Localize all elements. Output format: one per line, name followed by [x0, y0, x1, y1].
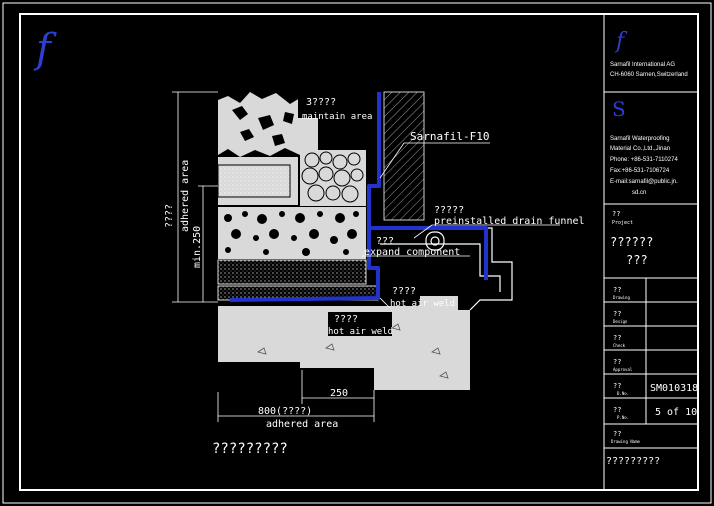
slab-marks [257, 323, 449, 379]
insulation-texture [217, 164, 291, 198]
company2-phone: Phone: +86-531-7110274 [610, 157, 678, 163]
screed-layer [217, 259, 367, 285]
weld2-label-bg [328, 312, 392, 336]
company2-email-1: E-mail:sarnafil@public.jn. [610, 179, 678, 185]
concrete-slab [218, 296, 470, 390]
design-label-en: Design [613, 319, 628, 324]
pageno-value: 5 of 10 [655, 407, 697, 418]
project-value-2: ??? [626, 253, 648, 267]
drawing-name-label-en: Drawing Name [611, 439, 640, 444]
drawing-title: ????????? [212, 441, 288, 457]
dim-adhered-label: adhered area [266, 419, 338, 430]
dwgno-value: SM010318 [650, 383, 698, 394]
parapet-wall [384, 92, 424, 220]
pageno-label-en: P.No. [617, 415, 629, 420]
check-label-en: Check [613, 343, 626, 348]
maintain-label-bg [298, 96, 372, 118]
weld1-label-en: hot air weld [390, 299, 455, 309]
vert-adhered-label: adhered area [180, 160, 191, 232]
sarnafil-label: Sarnafil-F10 [410, 130, 489, 143]
inner-border [19, 13, 699, 491]
dwgno-label-cn: ?? [613, 382, 621, 390]
company2-line1: Sarnafil Waterproofing [610, 136, 669, 142]
rubble-voids [232, 106, 294, 146]
maintain-label-q: 3???? [306, 97, 336, 108]
company2-line2: Material Co.,Ltd.,Jinan [610, 146, 670, 152]
sarnafil-logo-icon: f [33, 26, 57, 72]
dim-250-label: 250 [330, 388, 348, 399]
section-detail [172, 91, 560, 422]
drawing-name-value: ????????? [606, 456, 660, 467]
project-value-1: ?????? [610, 235, 653, 249]
company1-line1: Sarnafil International AG [610, 62, 675, 68]
approval-label-en: Approval [613, 367, 633, 372]
porous-voids [224, 211, 359, 256]
company1-line2: CH-6060 Sarnen,Switzerland [610, 72, 688, 78]
project-label-en: Project [612, 220, 633, 226]
sika-logo-icon: S [612, 97, 626, 121]
expand-label-en: expand component [364, 247, 460, 258]
drawing-label-en: Drawing [613, 295, 630, 300]
sarnafil-membrane [229, 92, 488, 302]
project-label-cn: ?? [612, 210, 620, 218]
vert-min-label: min.250 [192, 226, 203, 268]
leader-lines [362, 142, 560, 309]
drawing-name-label-cn: ?? [613, 430, 621, 438]
dimension-lines [172, 91, 375, 422]
drain-label-en: preinstalled drain funnel [434, 216, 585, 227]
check-label-cn: ?? [613, 334, 621, 342]
drain-funnel [370, 227, 513, 311]
sarnafil-title-logo-icon: f [614, 29, 628, 54]
company2-fax: Fax:+86-531-7106724 [610, 168, 670, 174]
gravel-stones [301, 151, 364, 203]
vert-label-q: ???? [164, 204, 175, 228]
pageno-label-cn: ?? [613, 406, 621, 414]
dwgno-label-en: D.No. [617, 391, 629, 396]
weld1-label-q: ???? [392, 286, 416, 297]
company2-email-2: sd.cn [632, 190, 646, 196]
dim-800-label: 800(????) [258, 406, 312, 417]
drain-label-q: ????? [434, 205, 464, 216]
design-label-cn: ?? [613, 310, 621, 318]
maintain-label-en: maintain area [302, 112, 372, 122]
title-block [603, 14, 698, 490]
weld2-label-q: ???? [334, 314, 358, 325]
expand-label-q: ??? [376, 236, 394, 247]
drawing-label-cn: ?? [613, 286, 621, 294]
weld2-label-en: hot air weld [328, 327, 393, 337]
weld1-label-bg [390, 284, 444, 296]
approval-label-cn: ?? [613, 358, 621, 366]
